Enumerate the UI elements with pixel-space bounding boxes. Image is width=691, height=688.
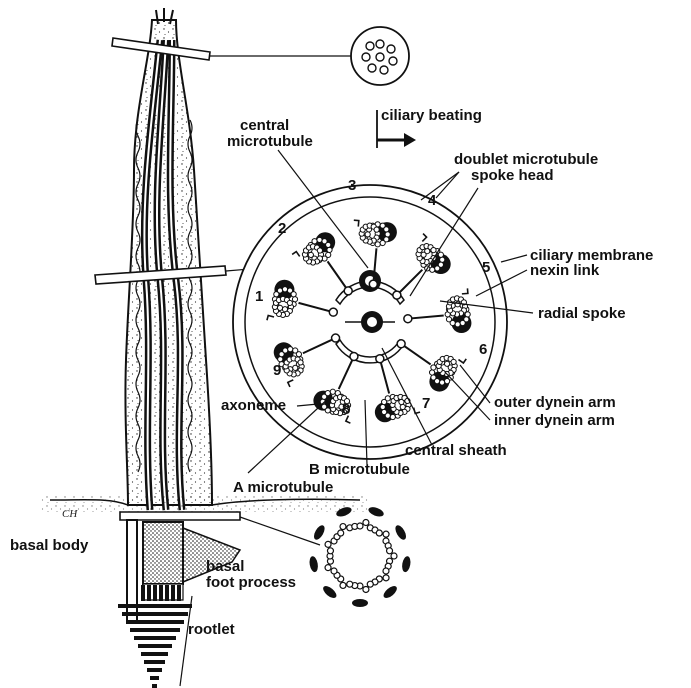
doublet-number-4: 4 <box>428 193 436 209</box>
doublet-number-3: 3 <box>348 178 356 194</box>
label-rootlet: rootlet <box>188 622 235 638</box>
label-radial-spoke: radial spoke <box>538 306 626 322</box>
basal-ring-tubule <box>383 568 389 574</box>
label-central-microtubule-1: central <box>240 118 289 134</box>
basal-ring-tubule <box>331 568 337 574</box>
basal-ring-tubule <box>363 520 369 526</box>
basal-ring-tubule <box>367 581 373 587</box>
label-a-microtubule: A microtubule <box>233 480 333 496</box>
artist-mark: CH <box>62 508 77 520</box>
basal-blade <box>321 584 338 600</box>
doublet-number-7: 7 <box>422 396 430 412</box>
doublet-number-1: 1 <box>255 289 263 305</box>
basal-ring-tubule <box>325 565 331 571</box>
label-basal-foot-1: basal <box>206 559 244 575</box>
basal-ring-tubule <box>347 581 353 587</box>
doublet-number-2: 2 <box>278 221 286 237</box>
basal-ring-tubule <box>340 582 346 588</box>
label-basal-foot-2: foot process <box>206 575 296 591</box>
basal-ring-tubule <box>387 548 393 554</box>
basal-ring-tubule <box>338 530 344 536</box>
basal-ring-tubule <box>391 553 397 559</box>
doublet-number-6: 6 <box>479 342 487 358</box>
basal-blade <box>393 524 408 542</box>
basal-ring-tubule <box>363 586 369 592</box>
doublet-number-8: 8 <box>342 402 350 418</box>
basal-ring-tubule <box>383 575 389 581</box>
basal-blade <box>308 556 319 573</box>
label-axoneme: axoneme <box>221 398 286 414</box>
axoneme-cross-section <box>233 185 507 459</box>
basal-blade <box>382 584 399 600</box>
basal-ring-tubule <box>383 531 389 537</box>
basal-ring-tubule <box>340 524 346 530</box>
basal-ring-tubule <box>327 548 333 554</box>
basal-body-cross-section <box>308 505 411 607</box>
basal-ring-tubule <box>325 541 331 547</box>
tip-cross-section <box>351 27 409 85</box>
label-inner-dynein-arm: inner dynein arm <box>494 413 615 429</box>
label-ciliary-beating: ciliary beating <box>381 108 482 124</box>
label-nexin-link: nexin link <box>530 263 599 279</box>
label-doublet-microtubule: doublet microtubule <box>454 152 598 168</box>
label-b-microtubule: B microtubule <box>309 462 410 478</box>
basal-blade <box>401 556 412 573</box>
basal-blade <box>312 524 327 542</box>
rootlet <box>118 606 192 686</box>
basal-blade <box>352 599 368 607</box>
doublet-number-5: 5 <box>482 260 490 276</box>
label-spoke-head: spoke head <box>471 168 554 184</box>
label-outer-dynein-arm: outer dynein arm <box>494 395 616 411</box>
label-central-sheath: central sheath <box>405 443 507 459</box>
basal-ring-tubule <box>376 530 382 536</box>
basal-ring-tubule <box>357 523 363 529</box>
doublet-number-9: 9 <box>273 363 281 379</box>
label-basal-body: basal body <box>10 538 88 554</box>
label-central-microtubule-2: microtubule <box>227 134 313 150</box>
